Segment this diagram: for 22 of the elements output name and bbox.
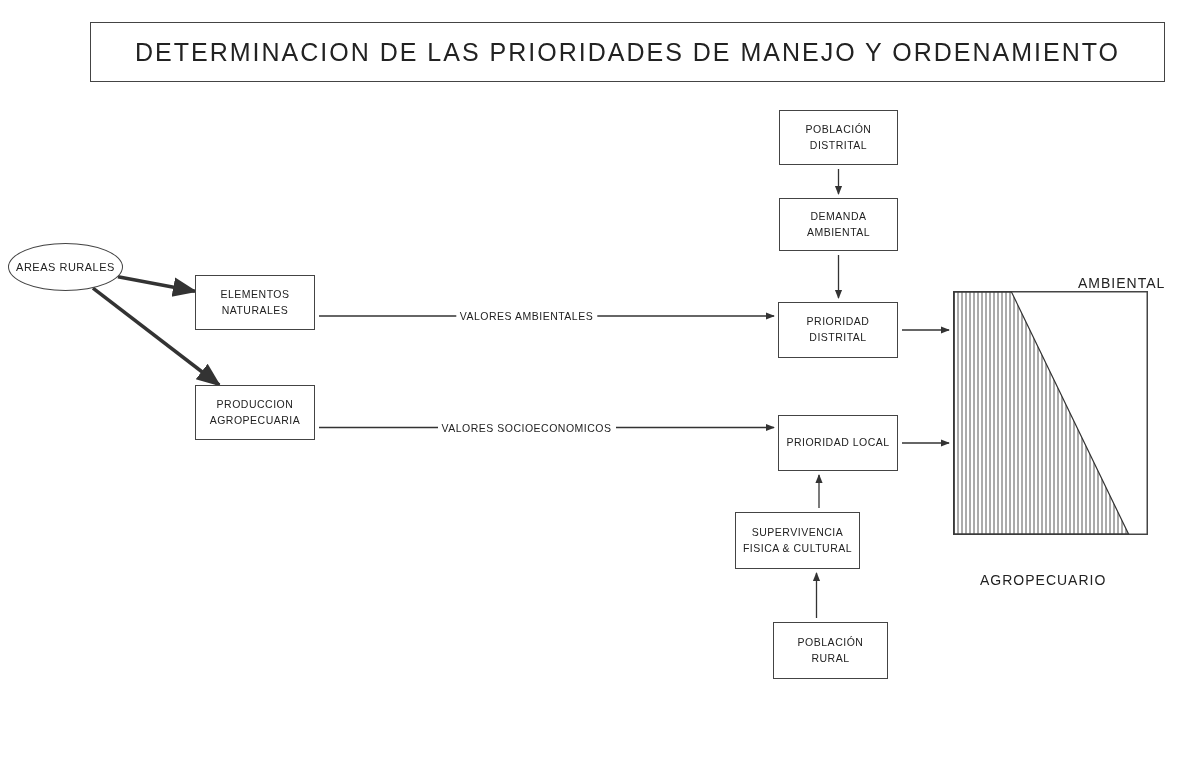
process-box: POBLACIÓN RURAL [773,622,888,679]
arrow [815,474,823,509]
process-box: ELEMENTOS NATURALES [195,275,315,330]
process-box: SUPERVIVENCIA FISICA & CULTURAL [735,512,860,569]
ellipse-node: AREAS RURALES [8,243,123,291]
edge-label: VALORES SOCIOECONOMICOS [437,421,616,434]
process-box: PRIORIDAD DISTRITAL [778,302,898,358]
arrow [901,439,950,447]
title-banner: DETERMINACION DE LAS PRIORIDADES DE MANEJO Y ORDENAMIENTO [90,22,1165,82]
axis-label: AMBIENTAL [1078,275,1166,291]
arrow [834,168,843,195]
arrow [834,254,843,299]
thick-arrow [91,286,222,387]
process-box: DEMANDA AMBIENTAL [779,198,898,251]
process-box: POBLACIÓN DISTRITAL [779,110,898,165]
axis-label: AGROPECUARIO [980,572,1107,588]
arrow [812,572,821,619]
arrow [901,326,950,334]
hatched-chart-drawing [953,291,1148,535]
edge-label: VALORES AMBIENTALES [455,310,598,322]
process-box: PRIORIDAD LOCAL [778,415,898,471]
process-box: PRODUCCION AGROPECUARIA [195,385,315,440]
